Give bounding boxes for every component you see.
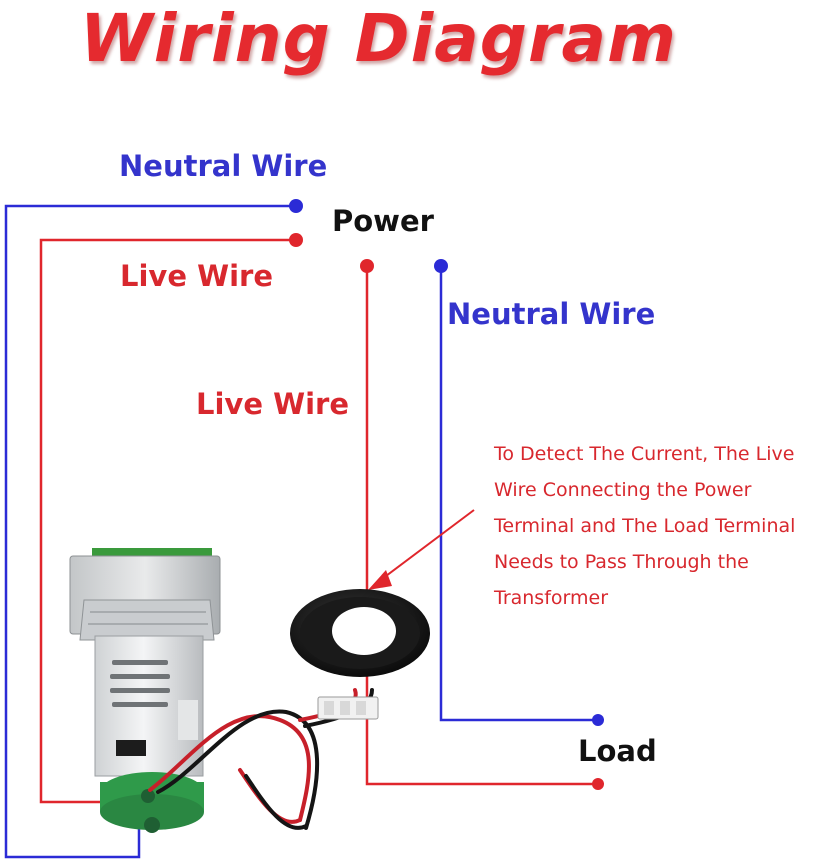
twisted-leads [148, 688, 374, 830]
note-line: Wire Connecting the Power [494, 479, 752, 501]
live-source-terminal [360, 259, 374, 273]
note-line: To Detect The Current, The Live [494, 443, 795, 465]
note-line: Needs to Pass Through the [494, 551, 749, 573]
load-live-terminal [592, 778, 604, 790]
neutral-wire-right-label: Neutral Wire [447, 297, 656, 331]
current-transformer [290, 589, 430, 720]
panel-meter [69, 548, 221, 833]
live-wire-through-transformer [365, 266, 598, 786]
live-wire-middle-label: Live Wire [196, 387, 349, 421]
note-line: Transformer [494, 587, 609, 609]
load-neutral-terminal [592, 714, 604, 726]
power-live-terminal [289, 233, 303, 247]
live-wire-top-label: Live Wire [120, 259, 273, 293]
load-label: Load [578, 734, 657, 768]
note-line: Terminal and The Load Terminal [494, 515, 796, 537]
callout-arrow-line [377, 509, 475, 583]
neutral-wire-to-load [439, 266, 598, 722]
power-neutral-terminal [289, 199, 303, 213]
power-label: Power [332, 204, 434, 238]
callout-arrow-head [368, 570, 392, 590]
neutral-source-terminal [434, 259, 448, 273]
page-title: Wiring Diagram [80, 0, 677, 77]
neutral-wire-outer [4, 204, 296, 859]
transformer-note: To Detect The Current, The Live Wire Con… [494, 436, 836, 616]
neutral-wire-top-label: Neutral Wire [119, 149, 328, 183]
